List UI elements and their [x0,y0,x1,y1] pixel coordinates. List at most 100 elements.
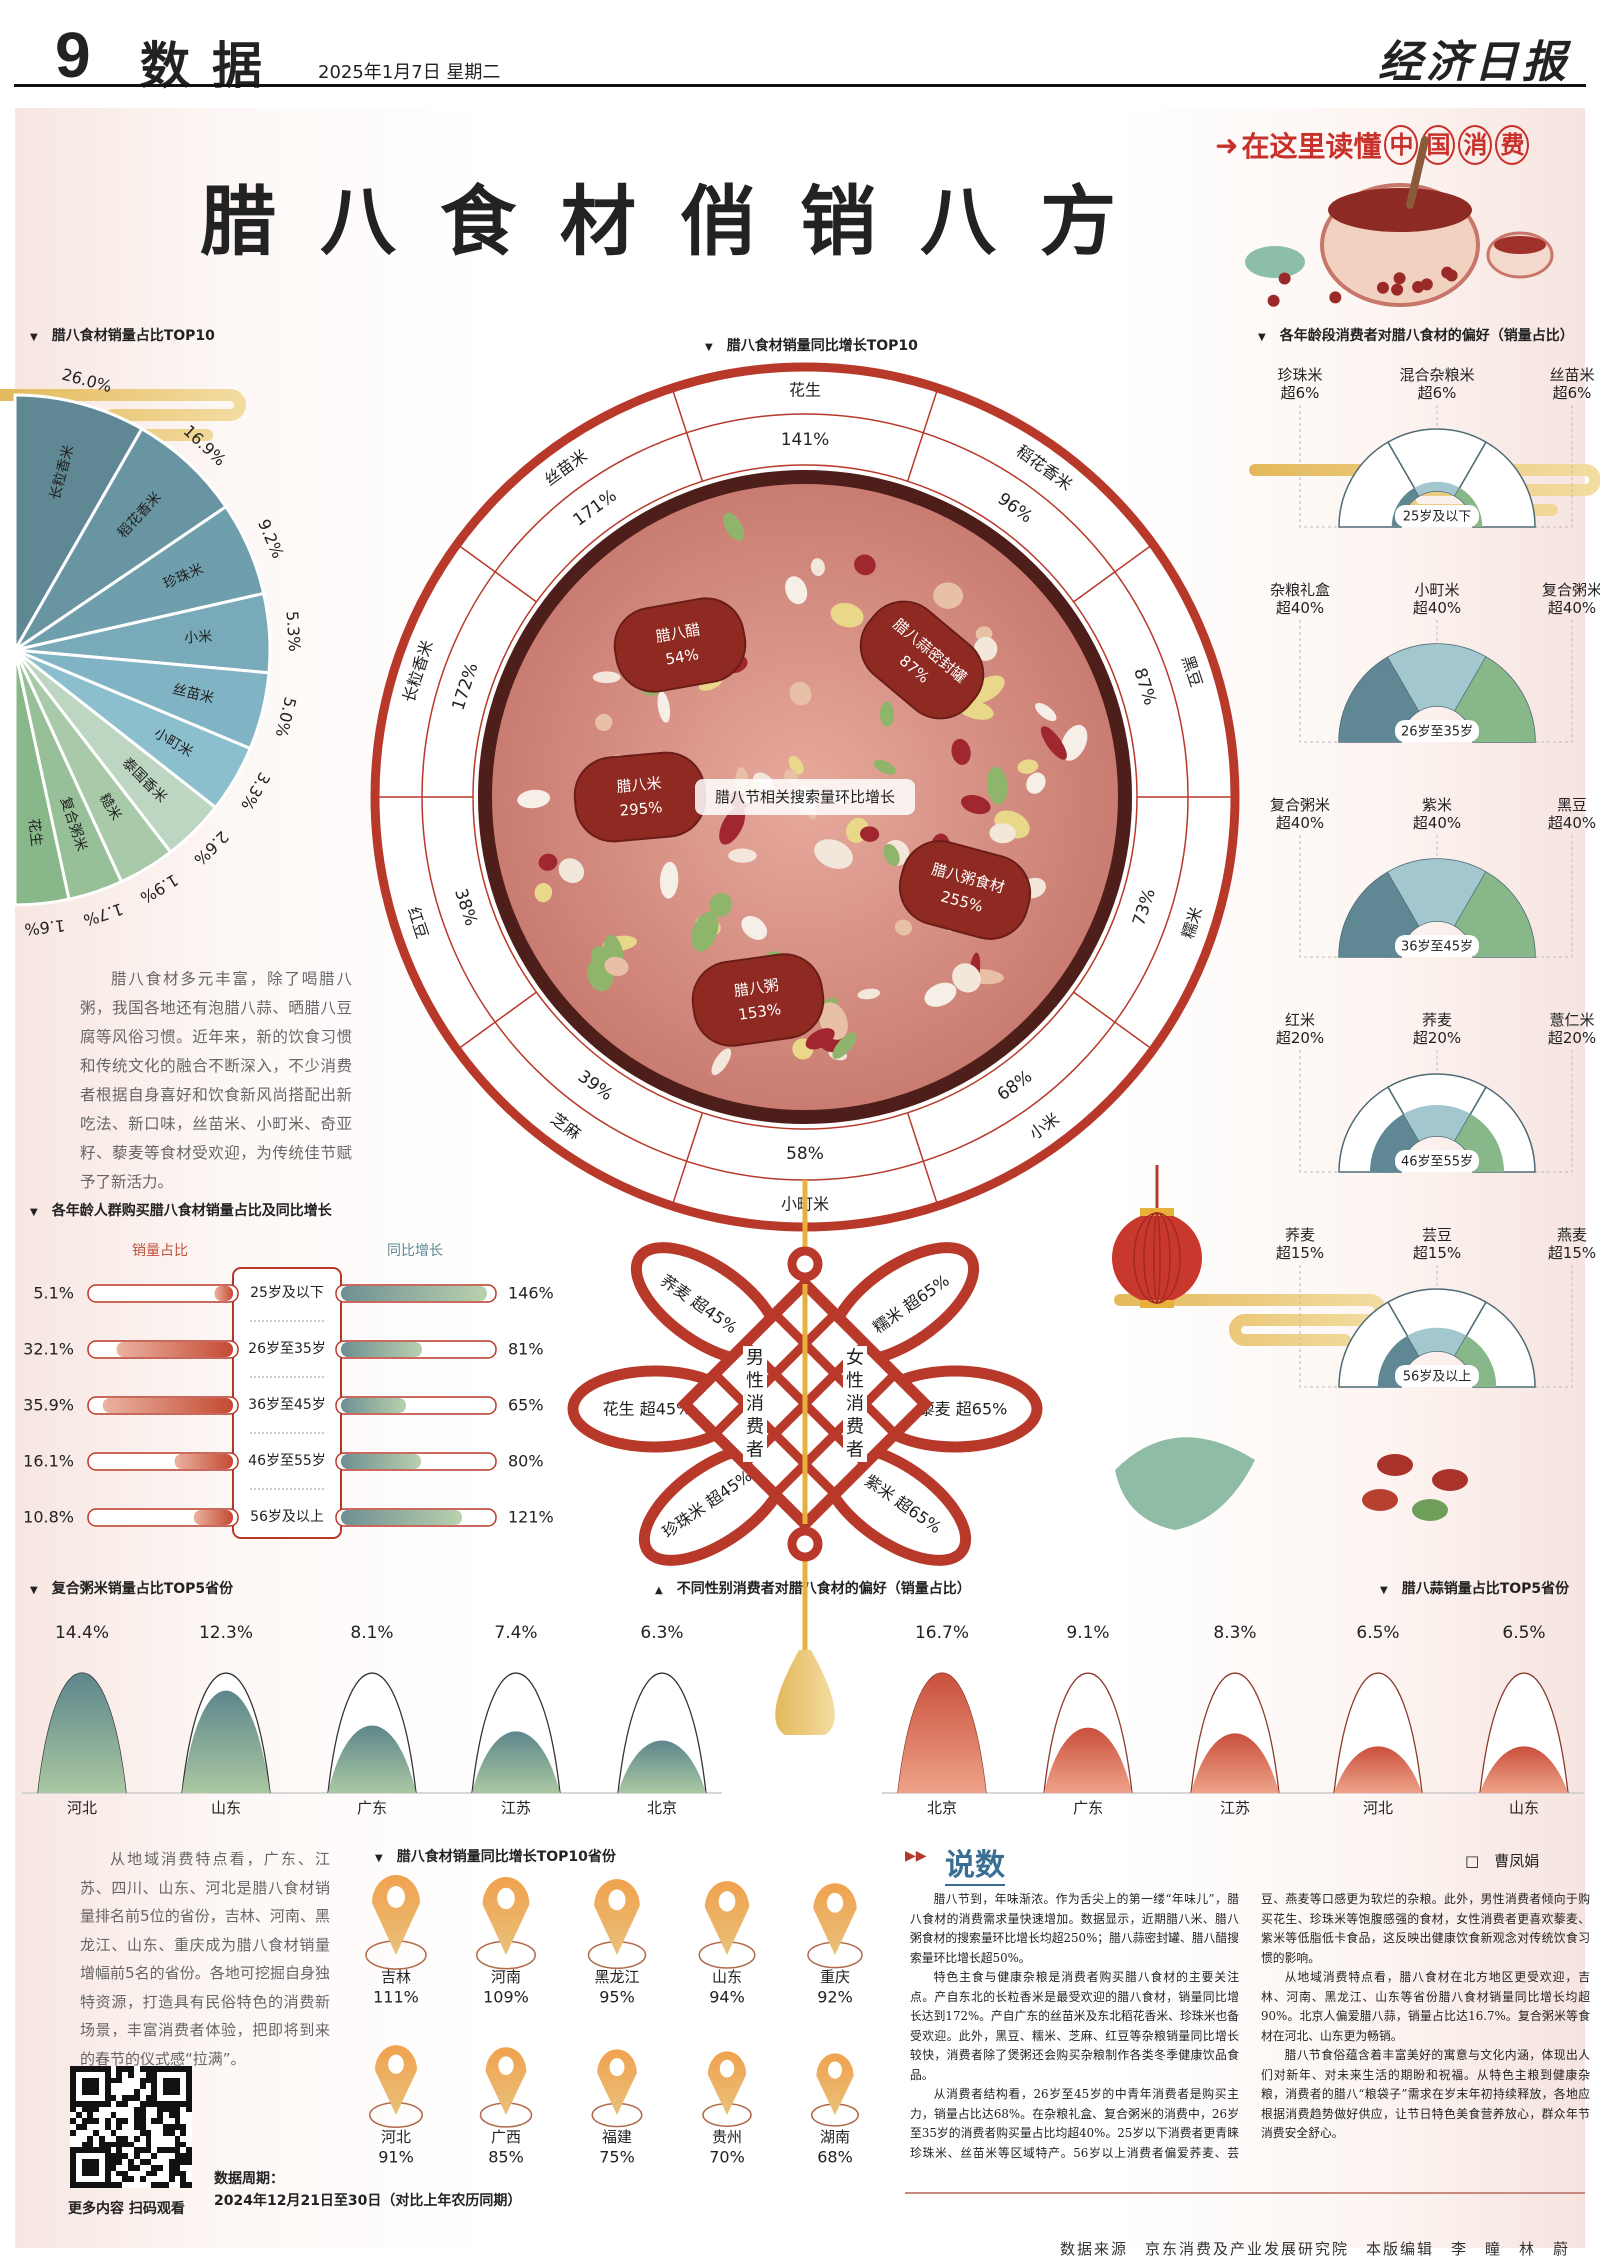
province-name: 广西 [491,2128,521,2146]
province-name: 河南 [491,1968,521,1986]
pref-item-value: 超6% [1281,384,1320,402]
arch-value: 6.5% [1502,1623,1545,1643]
province-name: 吉林 [381,1968,411,1986]
search-item-value: 295% [619,798,663,820]
pie-slice [13,649,71,907]
arch-value: 8.3% [1213,1623,1256,1643]
gauge-fill [1388,859,1486,926]
growth-bar [341,1510,462,1525]
growth-value: 121% [508,1508,554,1527]
growth-ring-chart: 花生141%稻花香米96%黑豆87%糯米73%小米68%小町米58%芝麻39%红… [370,362,1240,1232]
grain-decoration [854,554,876,576]
arch-value: 6.3% [640,1623,683,1643]
arch-category: 江苏 [1220,1799,1250,1817]
province-value: 75% [599,2148,635,2167]
grain-decoration [691,911,719,952]
province-name: 山东 [712,1968,742,1986]
intro-paragraph: 腊八食材多元丰富，除了喝腊八粥，我国各地还有泡腊八蒜、晒腊八豆腐等风俗习惯。近年… [80,970,352,1191]
share-bar [174,1454,233,1469]
grain-decoration [1040,726,1067,760]
map-pin-icon [594,1879,640,1955]
pie-value-label: 2.6% [190,827,232,869]
grain-decoration [657,691,671,723]
search-center-label: 腊八节相关搜索量环比增长 [715,788,895,806]
arch-bar [1191,1733,1279,1793]
laba-porridge-bowl-illustration [1245,136,1554,307]
pref-item-value: 超40% [1548,814,1596,832]
arch-category: 北京 [927,1799,957,1817]
province-title: 腊八食材销量同比增长TOP10省份 [375,1846,616,1866]
pref-item-label: 复合粥米 [1270,796,1330,814]
gauge-fill [1455,1335,1497,1387]
qr-code[interactable] [70,2066,192,2188]
grain-decoration [894,919,913,936]
gauge-fill [1414,481,1460,496]
pref-item-value: 超20% [1548,1029,1596,1047]
arch-bar [1480,1746,1568,1793]
pref-item-label: 荞麦 [1422,1011,1452,1029]
bean-decoration [1432,1469,1468,1491]
grain-decoration [719,806,746,845]
grain-decoration [814,839,853,869]
gauge-fill [1455,872,1535,957]
arch-value: 6.5% [1356,1623,1399,1643]
age-pref-title: 各年龄段消费者对腊八食材的偏好（销量占比） [1258,325,1574,345]
pref-item-value: 超15% [1413,1244,1461,1262]
province-value: 92% [817,1988,853,2007]
arch-category: 河北 [1363,1799,1393,1817]
grain-decoration [728,848,757,863]
grain-decoration [832,1032,857,1059]
grain-decoration [517,789,551,809]
age-label: 36岁至45岁 [248,1397,326,1413]
pref-item-label: 黑豆 [1557,796,1587,814]
data-period-label: 数据周期： [214,2171,284,2187]
pref-item-label: 混合杂粮米 [1399,366,1474,384]
age-label: 26岁至35岁 [248,1341,326,1357]
gauge-age-label: 46岁至55岁 [1401,1155,1473,1170]
arch-bar [618,1740,706,1793]
gauge-fill [1370,1113,1419,1172]
garlic-arch-chart: 16.7%北京9.1%广东8.3%江苏6.5%河北6.5%山东 [882,1623,1584,1817]
pref-item-value: 超15% [1548,1244,1596,1262]
pref-item-value: 超20% [1276,1029,1324,1047]
arch-bar [38,1673,126,1793]
grain-decoration [805,1028,835,1050]
province-value: 111% [373,1988,419,2007]
left-legend: 销量占比 [132,1243,188,1259]
gauge-age-label: 36岁至45岁 [1401,940,1473,955]
arch-value: 8.1% [350,1623,393,1643]
pie-value-label: 9.2% [254,516,288,561]
arch-category: 山东 [1509,1799,1539,1817]
ring-divider [1073,991,1154,1051]
article-title: 说数 [945,1840,1005,1886]
growth-bar [341,1286,487,1301]
age-label: 56岁及以上 [250,1509,324,1525]
gauge-fill [1407,1327,1467,1356]
double-arrow-icon: ▶▶ [905,1848,927,1864]
lantern-icon [1112,1165,1202,1308]
gender-group-label: 性 [746,1371,764,1392]
arch-bar [1044,1727,1132,1793]
pie-slice [13,393,144,656]
gauge-fill [1403,1105,1471,1141]
article-paragraph: 特色主食与健康杂粮是消费者购买腊八食材的主要关注点。产自东北的长粒香米是最受欢迎… [910,1970,1239,2082]
pie-title: 腊八食材销量占比TOP10 [30,325,215,345]
province-value: 85% [488,2148,524,2167]
grain-decoration [741,915,768,940]
gender-group-label: 消 [846,1394,864,1415]
pref-item-label: 芸豆 [1422,1226,1452,1244]
gauge-fill [1455,657,1535,742]
pref-item-value: 超40% [1276,599,1324,617]
grain-decoration [933,582,964,609]
map-pin-icon [816,2053,854,2115]
slogan-char: 中 [1384,125,1419,165]
slogan-char: 消 [1458,125,1493,165]
province-pin-chart: 吉林111%河南109%黑龙江95%山东94%重庆92%河北91%广西85%福建… [365,1875,863,2167]
pref-item-value: 超6% [1553,384,1592,402]
grain-decoration [879,701,895,727]
